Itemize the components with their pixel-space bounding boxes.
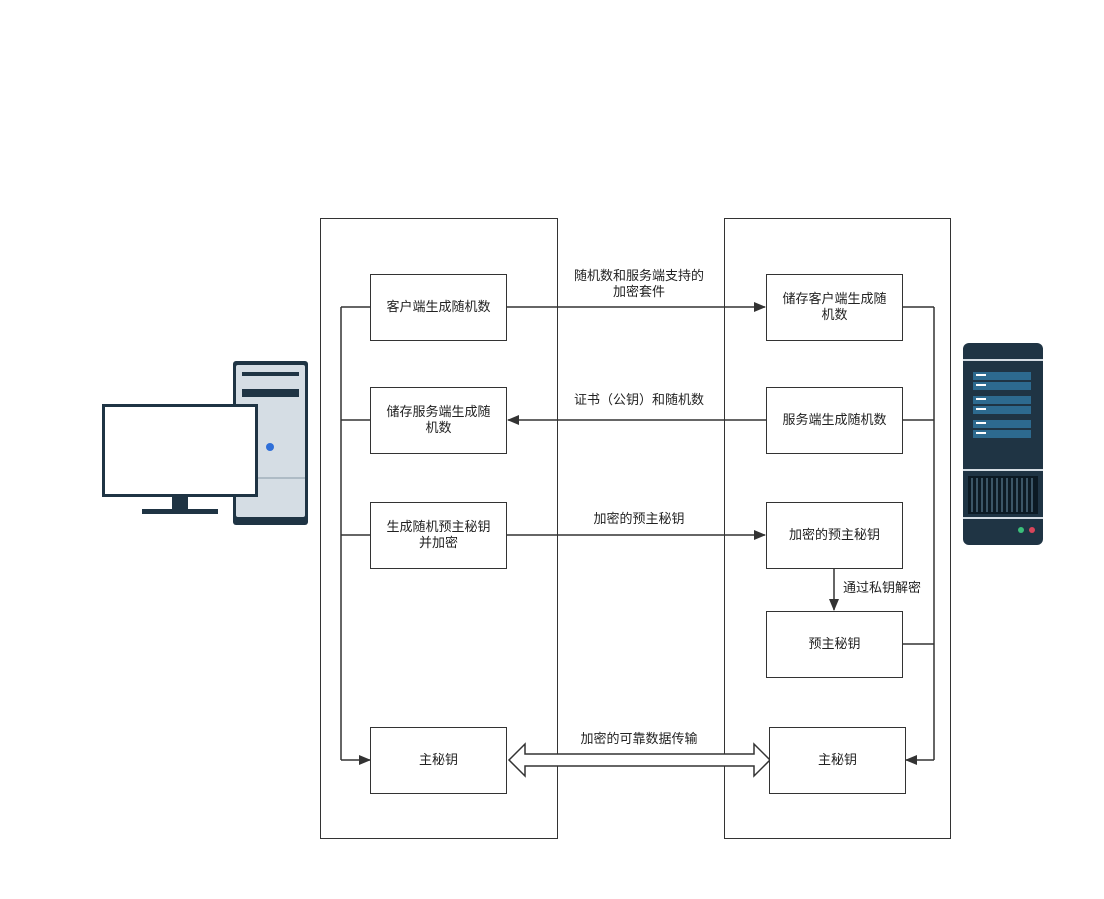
server-store-client-random-box: 储存客户端生成随机数 xyxy=(766,274,903,341)
message-random-and-suites-line1: 随机数和服务端支持的 xyxy=(573,269,704,284)
server-encrypted-premaster-box: 加密的预主秘钥 xyxy=(766,502,903,569)
message-certificate: 证书（公钥）和随机数 xyxy=(573,393,704,408)
message-secure-transfer: 加密的可靠数据传输 xyxy=(580,732,698,747)
client-master-key-box: 主秘钥 xyxy=(370,727,507,794)
server-panel xyxy=(724,218,951,839)
server-generate-random-box: 服务端生成随机数 xyxy=(766,387,903,454)
client-panel xyxy=(320,218,558,839)
message-random-and-suites: 随机数和服务端支持的 加密套件 xyxy=(560,269,718,301)
server-master-key-box: 主秘钥 xyxy=(769,727,906,794)
server-premaster-box: 预主秘钥 xyxy=(766,611,903,678)
desktop-computer-icon xyxy=(102,361,308,525)
secure-channel-arrow xyxy=(507,742,772,778)
message-random-and-suites-line2: 加密套件 xyxy=(612,285,665,300)
client-generate-random-box: 客户端生成随机数 xyxy=(370,274,507,341)
server-rack-icon xyxy=(963,343,1043,545)
client-store-server-random-box: 储存服务端生成随机数 xyxy=(370,387,507,454)
message-encrypted-premaster: 加密的预主秘钥 xyxy=(593,512,685,527)
client-generate-premaster-box: 生成随机预主秘钥并加密 xyxy=(370,502,507,569)
message-decrypt-private-key: 通过私钥解密 xyxy=(843,581,922,596)
